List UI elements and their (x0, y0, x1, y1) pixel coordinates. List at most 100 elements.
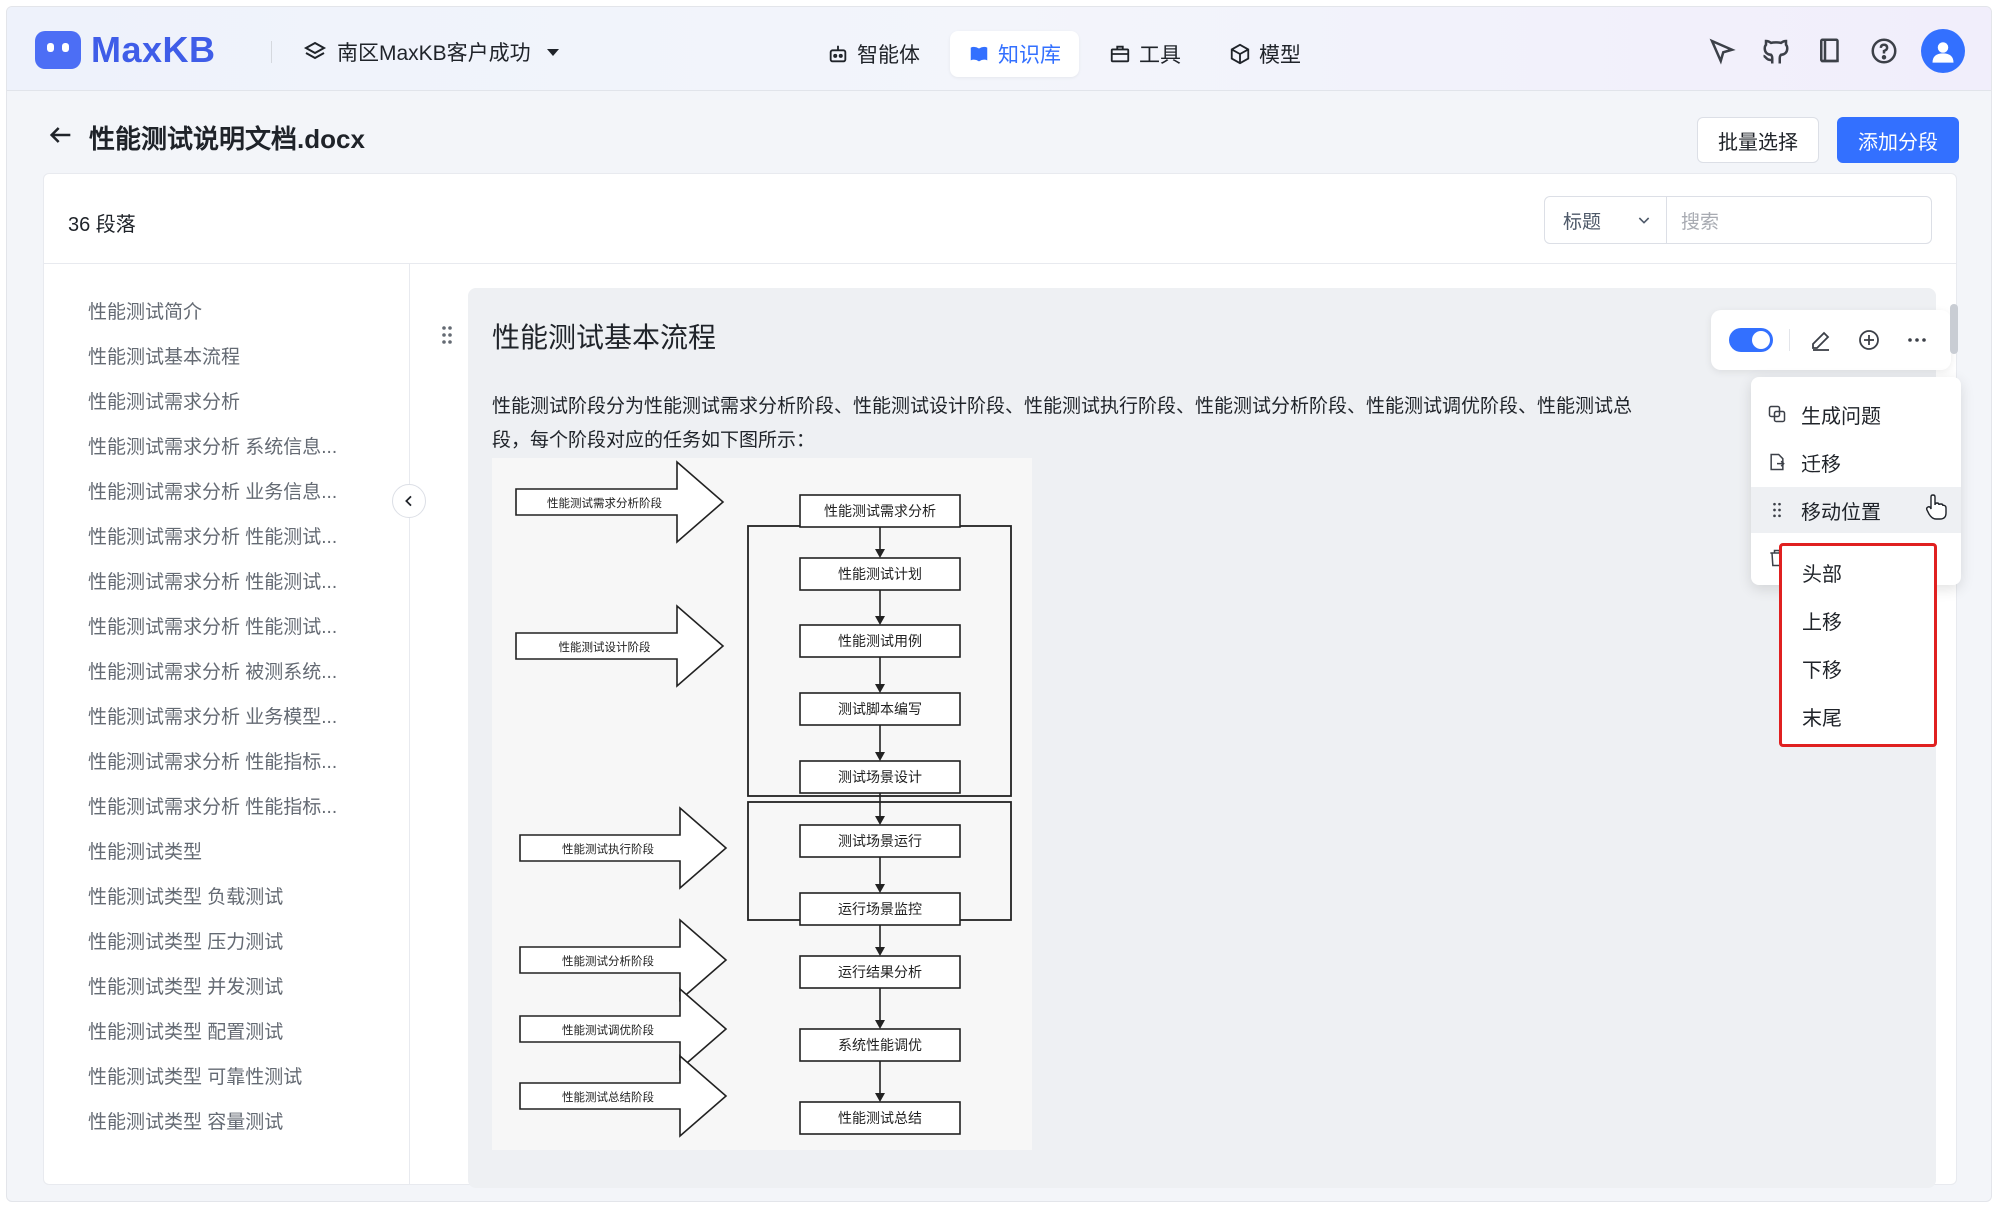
flowchart-diagram: 性能测试需求分析性能测试计划性能测试用例测试脚本编写测试场景设计测试场景运行运行… (515, 460, 1012, 1138)
flow-arrowhead (875, 752, 885, 761)
flow-step-label: 测试场景设计 (838, 770, 922, 786)
cursor-tool-icon[interactable] (1705, 34, 1739, 68)
flow-step-label: 性能测试总结 (838, 1111, 922, 1127)
file-export-icon (1770, 453, 1785, 471)
flow-arrowhead (875, 1093, 885, 1102)
move-down[interactable]: 下移 (1802, 660, 1842, 682)
flow-phase-label: 性能测试总结阶段 (562, 1090, 654, 1104)
back-arrow-icon[interactable] (47, 121, 75, 149)
outline-item[interactable]: 性能测试类型 容量测试 (88, 1112, 284, 1133)
outline-item[interactable]: 性能测试类型 配置测试 (88, 1022, 284, 1043)
edit-icon[interactable] (1804, 323, 1838, 357)
chevron-down-icon (1638, 217, 1650, 224)
nav-tools[interactable]: 工具 (1091, 31, 1199, 77)
flow-phase-arrow (515, 604, 725, 688)
toolbox-icon (1110, 45, 1130, 63)
move-to-bottom[interactable]: 末尾 (1802, 708, 1842, 730)
flow-step-label: 系统性能调优 (838, 1038, 922, 1054)
layers-icon (303, 41, 327, 60)
outline-item[interactable]: 性能测试基本流程 (88, 347, 241, 368)
search-input[interactable]: 搜索 (1681, 211, 1720, 233)
robot-icon (829, 45, 847, 63)
flowchart-image: 性能测试需求分析性能测试计划性能测试用例测试脚本编写测试场景设计测试场景运行运行… (492, 458, 1032, 1150)
top-bar: MaxKB 南区MaxKB客户成功 智能体 知识库 工具 模型 (7, 7, 1991, 91)
outline-item[interactable]: 性能测试类型 负载测试 (88, 887, 284, 908)
nav-models[interactable]: 模型 (1211, 31, 1319, 77)
outline-item[interactable]: 性能测试需求分析 (88, 392, 241, 413)
scrollbar[interactable] (1950, 304, 1958, 354)
menu-item-label: 生成问题 (1801, 405, 1881, 428)
github-icon[interactable] (1759, 34, 1793, 68)
outline-item[interactable]: 性能测试需求分析 业务模型... (88, 707, 338, 728)
flow-phase-label: 性能测试执行阶段 (562, 842, 654, 856)
logo[interactable]: MaxKB (35, 29, 216, 71)
outline-item[interactable]: 性能测试简介 (88, 302, 203, 323)
flow-phase-arrow (519, 918, 728, 1002)
add-circle-icon[interactable] (1852, 323, 1886, 357)
nav-knowledge[interactable]: 知识库 (950, 31, 1079, 77)
batch-select-button[interactable]: 批量选择 (1697, 117, 1819, 163)
user-avatar[interactable] (1921, 29, 1965, 73)
nav-agent[interactable]: 智能体 (809, 31, 938, 77)
outline-item[interactable]: 性能测试需求分析 性能测试... (88, 572, 338, 593)
user-icon (1932, 42, 1954, 63)
flow-step-label: 运行结果分析 (838, 965, 922, 981)
header-actions (1705, 29, 1965, 73)
menu-move-position[interactable]: 移动位置 (1751, 487, 1961, 533)
paragraph-outline: 性能测试简介性能测试基本流程性能测试需求分析性能测试需求分析 系统信息... 性能… (44, 264, 410, 1184)
flow-arrowhead (875, 884, 885, 893)
divider (271, 41, 272, 63)
segment-toolbar (1711, 310, 1951, 370)
outline-item[interactable]: 性能测试类型 压力测试 (88, 932, 284, 953)
outline-item[interactable]: 性能测试需求分析 系统信息... (88, 437, 338, 458)
menu-generate-questions[interactable]: 生成问题 (1751, 391, 1961, 437)
collapse-sidebar-button[interactable] (392, 484, 426, 518)
brand-name: MaxKB (91, 29, 216, 70)
flow-step-label: 性能测试用例 (838, 634, 922, 650)
outline-item[interactable]: 性能测试需求分析 性能指标... (88, 797, 338, 818)
divider (1789, 329, 1790, 351)
menu-migrate[interactable]: 迁移 (1751, 439, 1961, 485)
outline-item[interactable]: 性能测试类型 并发测试 (88, 977, 284, 998)
segment-title: 性能测试基本流程 (492, 322, 717, 353)
flow-step-label: 性能测试计划 (838, 567, 922, 583)
more-icon[interactable] (1900, 323, 1934, 357)
cube-icon (1230, 43, 1250, 65)
main-nav: 智能体 知识库 工具 模型 (809, 31, 1319, 77)
segment-content-line: 段，每个阶段对应的任务如下图所示： (492, 430, 816, 451)
outline-item[interactable]: 性能测试需求分析 性能指标... (88, 752, 338, 773)
segment-panel[interactable]: 性能测试基本流程 性能测试阶段分为性能测试需求分析阶段、性能测试设计阶段、性能测… (468, 288, 1951, 1188)
enable-toggle[interactable] (1729, 328, 1773, 352)
move-up[interactable]: 上移 (1802, 612, 1842, 634)
outline-item[interactable]: 性能测试需求分析 被测系统... (88, 662, 338, 683)
outline-item[interactable]: 性能测试类型 (88, 842, 203, 863)
outline-item[interactable]: 性能测试类型 可靠性测试 (88, 1067, 303, 1088)
flow-phase-label: 性能测试调优阶段 (562, 1023, 654, 1037)
menu-item-label: 迁移 (1801, 453, 1841, 476)
add-segment-button[interactable]: 添加分段 (1837, 117, 1959, 163)
book-icon (970, 46, 988, 62)
hand-cursor-icon (1925, 493, 1947, 526)
flow-step-box (799, 1101, 961, 1135)
flow-step-box (799, 692, 961, 726)
workspace-selector[interactable]: 南区MaxKB客户成功 (303, 37, 559, 67)
outline-item[interactable]: 性能测试需求分析 性能测试... (88, 617, 338, 638)
outline-item[interactable]: 性能测试需求分析 性能测试... (88, 527, 338, 548)
flow-arrowhead (875, 816, 885, 825)
outline-item[interactable]: 性能测试需求分析 业务信息... (88, 482, 338, 503)
chevron-left-icon (405, 495, 412, 507)
search-field-select[interactable]: 标题 (1545, 197, 1667, 243)
drag-handle-icon (1773, 502, 1781, 518)
flow-arrowhead (875, 616, 885, 625)
move-to-top[interactable]: 头部 (1802, 564, 1842, 586)
help-icon[interactable] (1867, 34, 1901, 68)
flow-arrowhead (875, 549, 885, 558)
flow-arrowhead (875, 1020, 885, 1029)
chevron-down-icon (546, 48, 559, 56)
segment-content: 性能测试阶段分为性能测试需求分析阶段、性能测试设计阶段、性能测试执行阶段、性能测… (492, 390, 1752, 458)
flow-phase-arrow (515, 460, 725, 544)
drag-handle-icon[interactable] (440, 324, 454, 346)
docs-icon[interactable] (1813, 34, 1847, 68)
search-field-value: 标题 (1563, 211, 1602, 233)
flow-step-label: 运行场景监控 (838, 902, 922, 918)
